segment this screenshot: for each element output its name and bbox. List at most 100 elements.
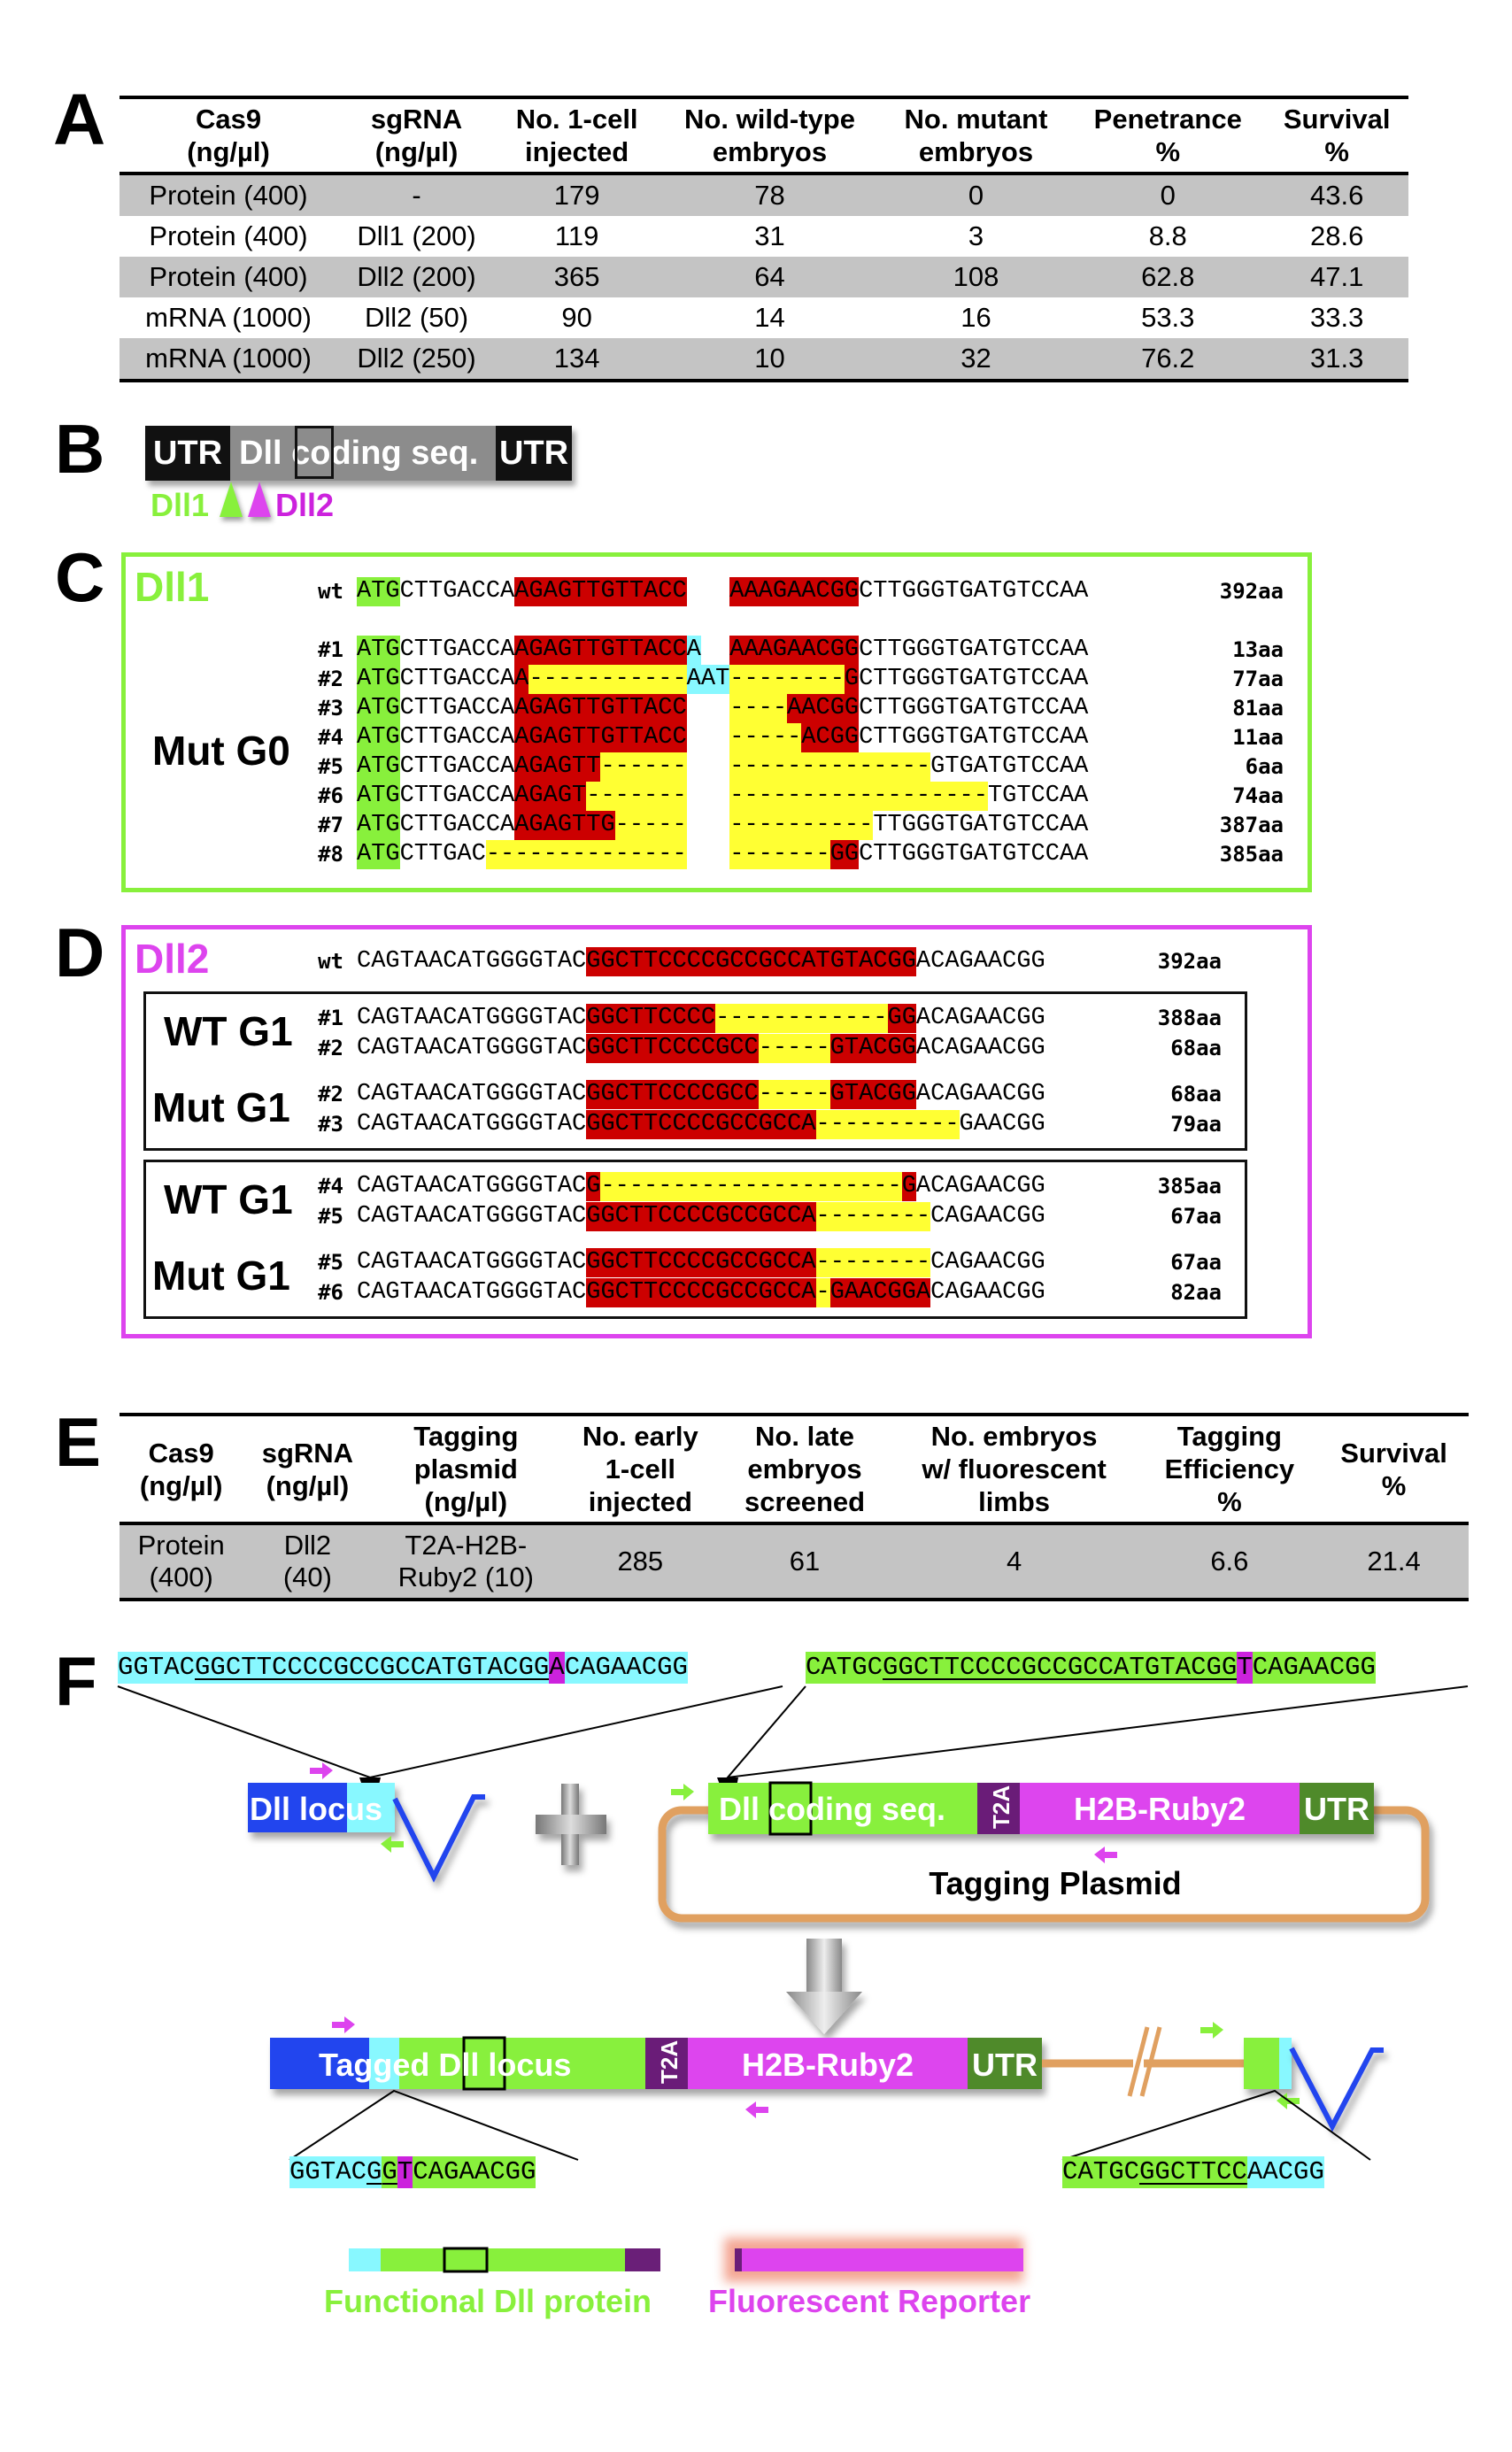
protein-length: 388aa: [1157, 1006, 1222, 1030]
table-cell: 0: [968, 180, 984, 211]
sequence-segment: CAGTAACATGGGGTAC: [357, 948, 587, 975]
table-cell: 31.3: [1309, 343, 1364, 374]
sequence-row: ATGCTTGACCAAGAGTTGTTACCA AAAGAACGGCTTGGG…: [357, 636, 1088, 665]
protein-length: 387aa: [1219, 813, 1284, 837]
table-cell: 53.3: [1141, 302, 1195, 333]
table-cell: 0: [1160, 180, 1176, 211]
table-cell-line: (400): [149, 1561, 213, 1592]
column-header-line: Penetrance: [1093, 104, 1242, 135]
sequence-segment: CAGTAACATGGGGTAC: [357, 1173, 587, 1199]
sequence-row: CAGTAACATGGGGTACGGCTTCCCCGCCGCCATGTACGGA…: [357, 947, 1045, 976]
tagged-t2a-label: T2A: [656, 2040, 683, 2084]
column-header-line: Tagging: [1176, 1421, 1282, 1452]
sequence-row: ATGCTTGACCAAGAGTTGTTACC ----AACGGCTTGGGT…: [357, 694, 1088, 723]
callout-lines-locus: [117, 1685, 1469, 1779]
sequence-segment: -----------: [528, 665, 687, 694]
sequence-segment: GGCTTCCCCGCCGCCA: [586, 1278, 816, 1307]
table-cell: Dll2 (200): [357, 261, 476, 292]
sequence-row-label: #8: [318, 842, 343, 867]
legend-protein-label: Functional Dll protein: [324, 2283, 652, 2319]
column-header-line: embryos: [918, 136, 1034, 167]
table-cell: 76.2: [1141, 343, 1195, 374]
sequence-segment: ------------------: [729, 782, 988, 811]
exon-box: [295, 426, 334, 479]
column-header: Survival%: [1319, 1415, 1469, 1523]
sequence-row-label: wt: [318, 579, 343, 604]
column-header-line: No. late: [755, 1421, 854, 1452]
protein-length: 68aa: [1170, 1082, 1222, 1106]
sequence-row-label: wt: [318, 949, 343, 974]
sequence-row: ATGCTTGAC-------------- -------GGCTTGGGT…: [357, 840, 1088, 869]
protein-length: 74aa: [1232, 783, 1284, 808]
protein-length: 68aa: [1170, 1036, 1222, 1060]
sequence-segment: --------------: [729, 752, 931, 782]
table-cell: 365: [553, 261, 600, 292]
plasmid-target-sequence: CATGCGGCTTCCCCGCCGCCATGTACGGTCAGAACGG: [806, 1652, 1376, 1684]
sequence-segment: CAGAACGG: [413, 2156, 536, 2188]
sequence-segment: [687, 577, 730, 606]
column-header-line: injected: [525, 136, 629, 167]
plasmid-coding-label-b: coding seq.: [768, 1791, 945, 1827]
sequence-segment: GGCTTCCCCGCCGCCA: [586, 1248, 816, 1277]
sequence-segment: AGAGTTGTTACC: [514, 577, 687, 606]
plasmid-coding-label: Dll coding seq.: [719, 1791, 945, 1827]
table-cell-line: 6.6: [1210, 1546, 1249, 1577]
protein-length: 67aa: [1170, 1204, 1222, 1229]
sequence-row: ATGCTTGACCAAGAGTT------ --------------GT…: [357, 752, 1088, 782]
protein-length: 392aa: [1157, 949, 1222, 974]
sequence-segment: -------: [729, 840, 830, 869]
plasmid-coding-label-a: Dll: [719, 1791, 768, 1827]
sequence-segment: GG: [887, 1004, 916, 1033]
column-header-line: (ng/µl): [139, 1469, 223, 1501]
plasmid-insert: [708, 1783, 1374, 1834]
column-header-line: Cas9: [195, 104, 262, 135]
sequence-segment: ATG: [357, 723, 400, 752]
column-header-line: w/ fluorescent: [922, 1453, 1107, 1484]
sequence-row-label: #6: [318, 783, 343, 808]
locus-target-sequence: GGTACGGCTTCCCCGCCGCCATGTACGGACAGAACGG: [118, 1652, 688, 1684]
table-cell: 33.3: [1309, 302, 1364, 333]
table-cell: 43.6: [1309, 180, 1364, 211]
sequence-row-label: #1: [318, 1006, 343, 1030]
primer-reverse-green-icon: [381, 1836, 404, 1853]
sequence-segment: CAGAACGG: [1252, 1652, 1376, 1684]
panel-e-letter: E: [55, 1403, 102, 1481]
table-cell: 6.6: [1140, 1523, 1320, 1600]
dll2-alignment-box: [121, 925, 1312, 1338]
column-header: Cas9(ng/µl): [120, 1415, 243, 1523]
tagged-exon-box: [462, 2036, 506, 2091]
sequence-row-label: #3: [318, 696, 343, 721]
sequence-segment: [701, 636, 729, 665]
sequence-segment: -: [815, 1278, 830, 1307]
dll1-alignment-box: [121, 552, 1312, 892]
coding-sequence: Dll coding seq.: [230, 426, 496, 481]
table-cell: 4: [889, 1523, 1140, 1600]
utr-left: UTR: [145, 426, 230, 481]
sequence-segment: ACGG: [801, 723, 860, 752]
table-cell: 78: [754, 180, 785, 211]
column-header-line: sgRNA: [370, 104, 463, 135]
sequence-segment: AGAGTTGTTACC: [514, 694, 687, 723]
column-header-line: (ng/µl): [187, 136, 270, 167]
table-cell: Dll2 (50): [364, 302, 469, 333]
sequence-row: ATGCTTGACCAAGAGT------- ----------------…: [357, 782, 1088, 811]
sequence-segment: ACAGAACGG: [915, 1081, 1045, 1107]
sequence-segment: ------------: [715, 1004, 888, 1033]
column-header-line: %: [1324, 136, 1349, 167]
primer-forward-magenta-tagged-icon: [332, 2016, 355, 2033]
junction-left-sequence: GGTACGGTCAGAACGG: [289, 2156, 536, 2188]
sequence-row-label: #4: [318, 1174, 343, 1199]
sequence-segment: ATG: [357, 694, 400, 723]
dll2-subbox-2: [143, 1160, 1247, 1319]
dll-locus: [248, 1783, 395, 1832]
panel-c-letter: C: [55, 538, 105, 616]
sequence-segment: [687, 694, 730, 723]
sequence-segment: ----: [729, 694, 788, 723]
callout-lines-junction: [289, 2089, 1371, 2161]
sequence-segment: --------: [815, 1248, 931, 1277]
column-header-line: limbs: [978, 1486, 1051, 1517]
sequence-segment: AGAGTTG: [514, 811, 615, 840]
